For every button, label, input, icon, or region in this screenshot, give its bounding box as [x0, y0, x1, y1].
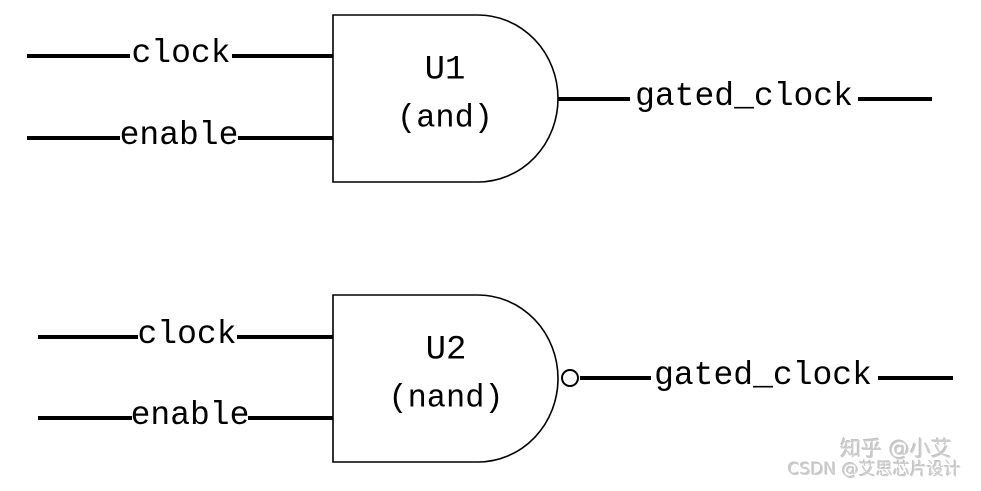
u1-and-gate-body: [332, 14, 559, 183]
watermark-csdn: CSDN @艾思芯片设计: [788, 459, 961, 480]
u1-type-label: (and): [396, 99, 494, 137]
u1-output-label: gated_clock: [635, 77, 853, 115]
u2-output-label: gated_clock: [654, 356, 872, 394]
u1-input-clock-label: clock: [131, 34, 231, 72]
u1-ref-label: U1: [424, 51, 466, 90]
u2-inverter-bubble-icon: [561, 369, 579, 387]
u1-input-enable-label: enable: [119, 116, 239, 154]
watermark: 知乎 @小艾 CSDN @艾思芯片设计: [788, 438, 961, 479]
u2-input-enable-label: enable: [130, 396, 250, 434]
watermark-zhihu: 知乎 @小艾: [840, 436, 952, 461]
u2-nand-gate-body: [332, 294, 559, 463]
u2-type-label: (nand): [388, 379, 504, 417]
u2-ref-label: U2: [425, 331, 467, 370]
u2-input-clock-label: clock: [137, 315, 237, 353]
